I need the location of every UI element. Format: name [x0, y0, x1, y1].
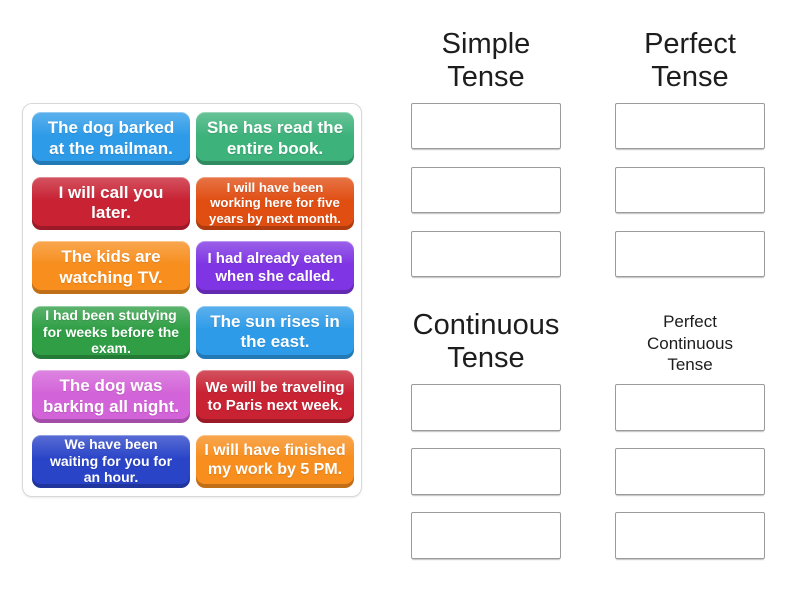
sort-card[interactable]: The sun rises in the east.	[196, 305, 354, 359]
group-simple-tense: Simple Tense	[386, 22, 586, 295]
group-title: Simple Tense	[441, 28, 531, 94]
drop-slot[interactable]	[615, 103, 765, 149]
sort-card[interactable]: I had been studying for weeks before the…	[32, 305, 190, 359]
card-tray: The dog barked at the mailman. She has r…	[22, 103, 362, 497]
sort-card[interactable]: We have been waiting for you for an hour…	[32, 434, 190, 488]
drop-slot[interactable]	[615, 167, 765, 213]
group-title: Continuous Tense	[412, 309, 560, 375]
group-perfect-continuous-tense: Perfect Continuous Tense	[590, 300, 790, 576]
drop-slot[interactable]	[615, 512, 765, 559]
drop-slot[interactable]	[615, 448, 765, 495]
sort-card[interactable]: She has read the entire book.	[196, 112, 354, 165]
drop-slot[interactable]	[615, 231, 765, 277]
sort-card[interactable]: I had already eaten when she called.	[196, 241, 354, 294]
group-continuous-tense: Continuous Tense	[386, 300, 586, 576]
drop-slot[interactable]	[615, 384, 765, 431]
group-perfect-tense: Perfect Tense	[590, 22, 790, 295]
sort-card[interactable]: The dog was barking all night.	[32, 370, 190, 423]
sort-card[interactable]: The dog barked at the mailman.	[32, 112, 190, 165]
drop-slot[interactable]	[411, 167, 561, 213]
drop-slot[interactable]	[411, 231, 561, 277]
sort-card[interactable]: I will have finished my work by 5 PM.	[196, 434, 354, 488]
drop-slot[interactable]	[411, 448, 561, 495]
sort-card[interactable]: I will have been working here for five y…	[196, 176, 354, 230]
drop-slot[interactable]	[411, 103, 561, 149]
group-title: Perfect Continuous Tense	[646, 312, 733, 374]
sort-card[interactable]: The kids are watching TV.	[32, 241, 190, 294]
drop-slot[interactable]	[411, 384, 561, 431]
group-title: Perfect Tense	[644, 28, 736, 94]
sort-card[interactable]: We will be traveling to Paris next week.	[196, 370, 354, 423]
sort-card[interactable]: I will call you later.	[32, 176, 190, 230]
drop-slot[interactable]	[411, 512, 561, 559]
